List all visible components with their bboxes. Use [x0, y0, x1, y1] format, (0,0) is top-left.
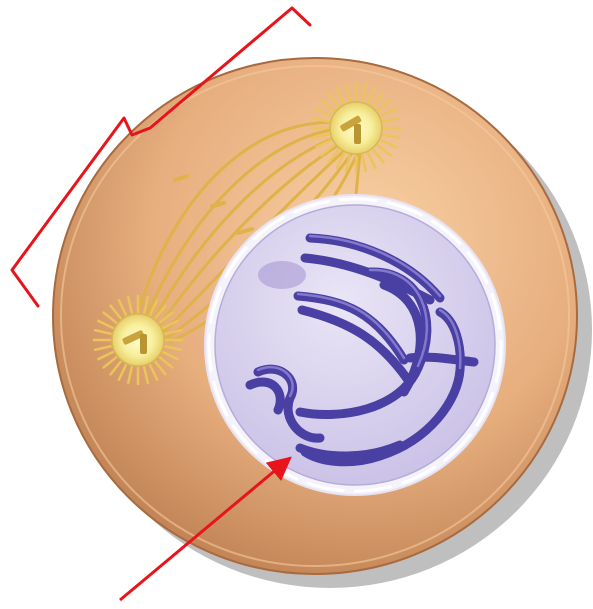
centriole [354, 124, 361, 144]
nucleolus [258, 261, 306, 289]
centriole [140, 334, 147, 354]
